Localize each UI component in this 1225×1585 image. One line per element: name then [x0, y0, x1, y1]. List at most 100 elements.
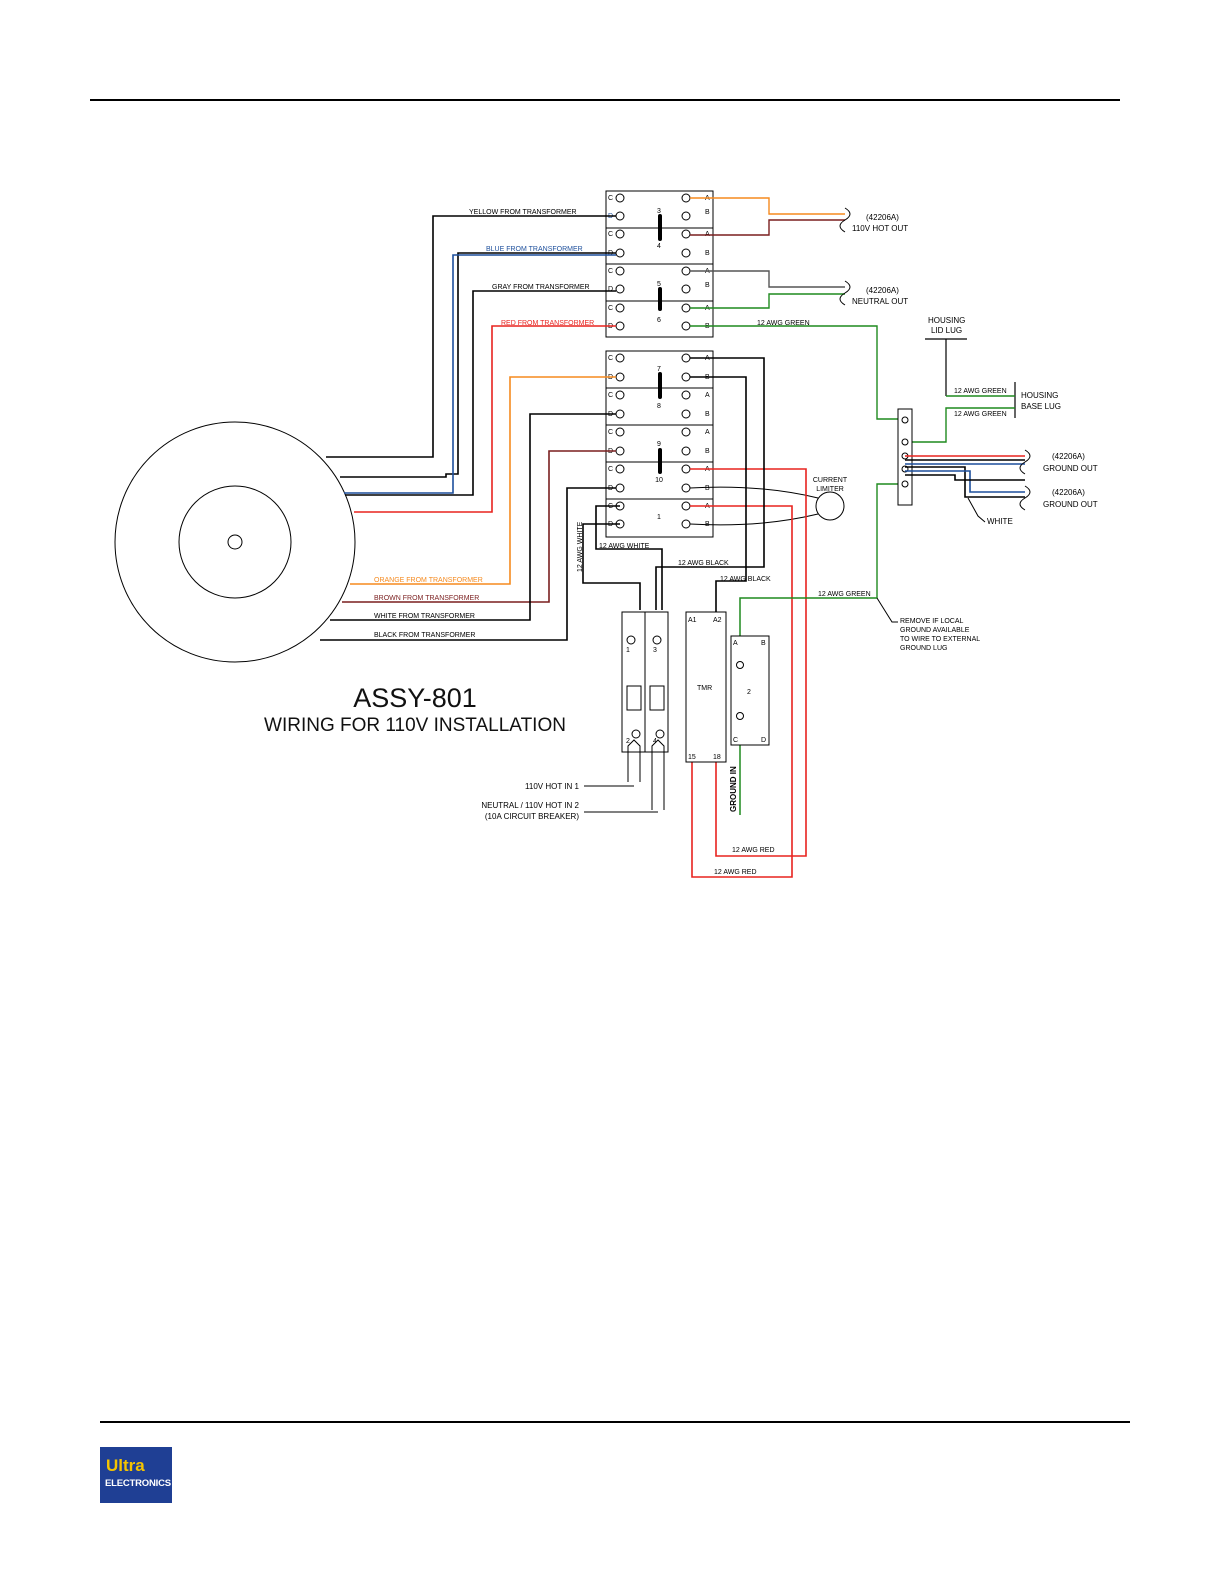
timer-a1: A1	[688, 617, 697, 624]
white-wire-label-vertical: 12 AWG WHITE	[577, 521, 584, 572]
neutral-out-label: NEUTRAL OUT	[852, 297, 908, 306]
terminal-screws	[615, 193, 691, 529]
header-rule	[90, 99, 1120, 101]
term-letter: C	[608, 268, 613, 275]
circuit-breaker	[621, 611, 669, 810]
housing-lugs	[925, 338, 1016, 418]
lead-label-white: WHITE FROM TRANSFORMER	[374, 613, 475, 620]
housing-base-1: HOUSING	[1021, 391, 1058, 400]
footer-rule	[100, 1421, 1130, 1423]
green-wire-label: 12 AWG GREEN	[757, 320, 810, 327]
logo-line-2: ELECTRONICS	[105, 1478, 171, 1489]
lead-label-gray: GRAY FROM TRANSFORMER	[492, 284, 590, 291]
ground-out-wires	[905, 455, 1025, 498]
ground-out-1-part: (42206A)	[1052, 452, 1085, 461]
terminal-number: 4	[657, 243, 661, 250]
transformer	[114, 421, 356, 663]
terminal-number: 10	[655, 477, 663, 484]
transformer-leads-lower	[320, 376, 616, 641]
breaker-pin: 4	[653, 738, 657, 745]
neutral-in-label: NEUTRAL / 110V HOT IN 2	[481, 801, 579, 810]
black-wiring	[582, 357, 765, 612]
red-wire-label: 12 AWG RED	[732, 847, 775, 854]
limiter-label-1: CURRENT	[813, 477, 848, 484]
terminal-number: 1	[657, 514, 661, 521]
timer-a2: A2	[713, 617, 722, 624]
connector-brace	[1019, 485, 1031, 511]
diagram-title: ASSY-801 WIRING FOR 110V INSTALLATION	[250, 682, 580, 738]
current-limiter	[815, 491, 845, 521]
housing-base-2: BASE LUG	[1021, 402, 1061, 411]
term-letter: B	[705, 485, 710, 492]
assembly-description: WIRING FOR 110V INSTALLATION	[264, 715, 566, 736]
term-letter: C	[608, 355, 613, 362]
breaker-label: (10A CIRCUIT BREAKER)	[485, 812, 579, 821]
timer-15: 15	[688, 754, 696, 761]
relay-label: 2	[747, 689, 751, 696]
breaker-pin: 2	[626, 738, 630, 745]
white-wire-label: 12 AWG WHITE	[599, 543, 650, 550]
white-label: WHITE	[987, 517, 1013, 526]
connector-brace	[839, 280, 851, 306]
term-letter: B	[705, 250, 710, 257]
terminal-number: 6	[657, 317, 661, 324]
term-letter: B	[705, 448, 710, 455]
terminal-number: 3	[657, 208, 661, 215]
breaker-pin: 1	[626, 647, 630, 654]
term-letter: B	[705, 282, 710, 289]
ground-out-1: GROUND OUT	[1043, 464, 1098, 473]
term-letter: C	[608, 392, 613, 399]
connector-brace	[1019, 449, 1031, 475]
hot-in-1-label: 110V HOT IN 1	[525, 782, 580, 791]
logo-line-1: Ultra	[106, 1456, 145, 1475]
term-letter: A	[705, 429, 710, 436]
neutral-out-part: (42206A)	[866, 286, 899, 295]
lead-label-black: BLACK FROM TRANSFORMER	[374, 632, 475, 639]
relay-b: B	[761, 640, 766, 647]
breaker-pin: 3	[653, 647, 657, 654]
housing-lid-1: HOUSING	[928, 316, 965, 325]
ultra-electronics-logo: Ultra ELECTRONICS	[100, 1447, 172, 1503]
assembly-number: ASSY-801	[353, 683, 477, 713]
terminal-number: 5	[657, 281, 661, 288]
term-letter: C	[608, 195, 613, 202]
hot-out-label: 110V HOT OUT	[852, 224, 908, 233]
limiter-loop	[689, 486, 819, 526]
black-wire-label: 12 AWG BLACK	[678, 560, 729, 567]
term-letter: B	[705, 209, 710, 216]
ground-out-2-part: (42206A)	[1052, 488, 1085, 497]
timer-label: TMR	[697, 685, 712, 692]
term-letter: C	[608, 466, 613, 473]
term-letter: C	[608, 231, 613, 238]
term-letter: C	[608, 429, 613, 436]
relay-block	[730, 635, 770, 746]
relay-a: A	[733, 640, 738, 647]
housing-green-wires	[876, 395, 1015, 598]
lead-label-red: RED FROM TRANSFORMER	[501, 320, 594, 327]
term-letter: C	[608, 305, 613, 312]
remove-note-line: GROUND LUG	[900, 645, 947, 652]
green-wire-label: 12 AWG GREEN	[954, 411, 1007, 418]
green-wire-label: 12 AWG GREEN	[954, 388, 1007, 395]
red-wiring	[690, 468, 807, 878]
lead-label-yellow: YELLOW FROM TRANSFORMER	[469, 209, 577, 216]
ground-out-2: GROUND OUT	[1043, 500, 1098, 509]
connector-brace	[839, 207, 851, 233]
housing-lid-2: LID LUG	[931, 326, 962, 335]
input-leaders	[584, 785, 658, 813]
timer-module	[685, 611, 727, 763]
hot-out-part: (42206A)	[866, 213, 899, 222]
ground-in-label: GROUND IN	[729, 766, 738, 812]
term-letter: A	[705, 392, 710, 399]
remove-note-line: TO WIRE TO EXTERNAL	[900, 636, 980, 643]
terminal-number: 8	[657, 403, 661, 410]
terminal-number: 7	[657, 366, 661, 373]
remove-note-line: REMOVE IF LOCAL	[900, 618, 964, 625]
relay-c: C	[733, 737, 738, 744]
white-leader	[967, 497, 986, 523]
relay-d: D	[761, 737, 766, 744]
output-wires	[690, 197, 903, 420]
term-letter: B	[705, 411, 710, 418]
limiter-label-2: LIMITER	[816, 486, 844, 493]
